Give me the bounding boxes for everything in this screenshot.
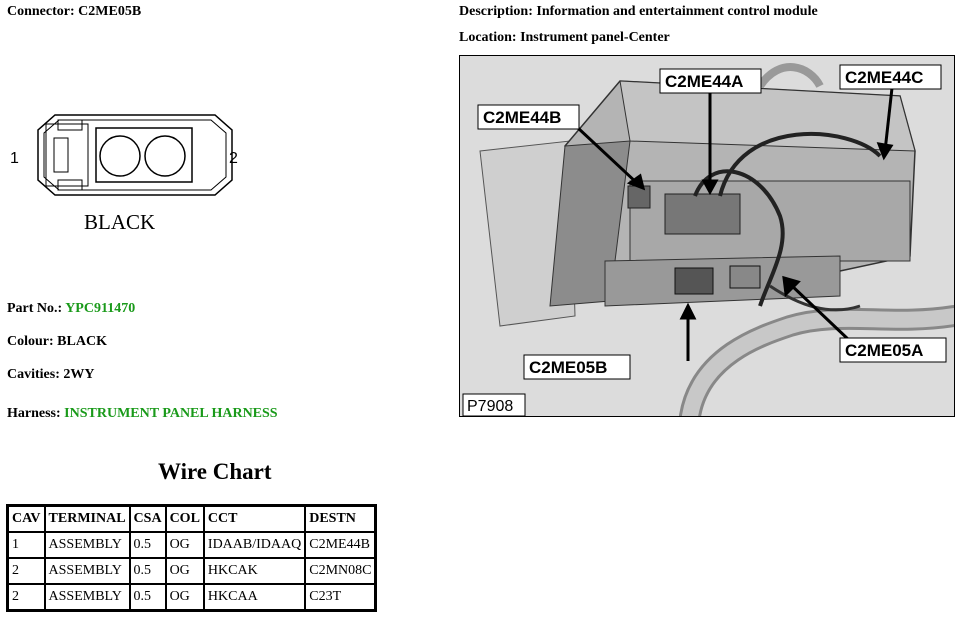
pin-1-label: 1 [10, 150, 19, 167]
pin-2-label: 2 [229, 150, 238, 167]
colour-line: Colour: BLACK [7, 334, 107, 350]
header-terminal: TERMINAL [43, 504, 131, 533]
wire-chart-title: Wire Chart [158, 459, 272, 484]
table-row: 2 ASSEMBLY 0.5 OG HKCAK C2MN08C [6, 557, 377, 585]
header-cct: CCT [202, 504, 307, 533]
location-line: Location: Instrument panel-Center [459, 30, 670, 46]
photo-reference: P7908 [467, 398, 513, 415]
cell-cav: 2 [6, 557, 46, 585]
diagram-colour-label: BLACK [84, 210, 155, 234]
callout-c2me05b: C2ME05B [529, 358, 607, 377]
cavities-line: Cavities: 2WY [7, 367, 95, 383]
callout-c2me44a: C2ME44A [665, 72, 743, 91]
cell-terminal: ASSEMBLY [43, 531, 131, 559]
location-value: Instrument panel-Center [520, 30, 670, 45]
location-photo: C2ME44A C2ME44C C2ME44B C2ME05B C2ME05A … [459, 55, 955, 417]
callout-c2me05a: C2ME05A [845, 341, 923, 360]
cell-destn: C2ME44B [304, 531, 377, 559]
cell-col: OG [164, 531, 205, 559]
callout-c2me44c: C2ME44C [845, 68, 923, 87]
wire-chart-header-row: CAV TERMINAL CSA COL CCT DESTN [6, 504, 377, 533]
header-col: COL [164, 504, 205, 533]
cell-cct: HKCAK [202, 557, 307, 585]
table-row: 2 ASSEMBLY 0.5 OG HKCAA C23T [6, 583, 377, 612]
cell-csa: 0.5 [128, 557, 167, 585]
cell-destn: C23T [304, 583, 377, 612]
connector-value: C2ME05B [78, 4, 142, 19]
cell-col: OG [164, 557, 205, 585]
connector-label: Connector: [7, 4, 75, 19]
table-row: 1 ASSEMBLY 0.5 OG IDAAB/IDAAQ C2ME44B [6, 531, 377, 559]
callout-c2me44b: C2ME44B [483, 108, 561, 127]
description-label: Description: [459, 4, 533, 19]
description-value: Information and entertainment control mo… [536, 4, 818, 19]
connector-heading: Connector: C2ME05B [7, 4, 141, 20]
colour-value: BLACK [57, 334, 107, 349]
colour-label: Colour: [7, 334, 54, 349]
cell-csa: 0.5 [128, 531, 167, 559]
part-number-line: Part No.: YPC911470 [7, 301, 135, 317]
cavities-value: 2WY [63, 367, 95, 382]
module-illustration: C2ME44A C2ME44C C2ME44B C2ME05B C2ME05A … [460, 56, 954, 416]
wire-chart-table: CAV TERMINAL CSA COL CCT DESTN 1 ASSEMBL… [6, 504, 378, 612]
cell-cav: 1 [6, 531, 46, 559]
harness-link[interactable]: INSTRUMENT PANEL HARNESS [64, 406, 278, 421]
cavities-label: Cavities: [7, 367, 60, 382]
cell-csa: 0.5 [128, 583, 167, 612]
harness-label: Harness: [7, 406, 61, 421]
harness-line: Harness: INSTRUMENT PANEL HARNESS [7, 406, 278, 422]
cell-terminal: ASSEMBLY [43, 583, 131, 612]
cell-terminal: ASSEMBLY [43, 557, 131, 585]
part-label: Part No.: [7, 301, 63, 316]
location-label: Location: [459, 30, 517, 45]
connector-face-diagram: 1 2 BLACK [10, 114, 238, 234]
cell-cct: IDAAB/IDAAQ [202, 531, 307, 559]
description-line: Description: Information and entertainme… [459, 4, 818, 20]
cell-destn: C2MN08C [304, 557, 377, 585]
header-csa: CSA [128, 504, 167, 533]
header-cav: CAV [6, 504, 46, 533]
cell-cav: 2 [6, 583, 46, 612]
part-number-link[interactable]: YPC911470 [65, 301, 136, 316]
header-destn: DESTN [304, 504, 377, 533]
cell-cct: HKCAA [202, 583, 307, 612]
cell-col: OG [164, 583, 205, 612]
